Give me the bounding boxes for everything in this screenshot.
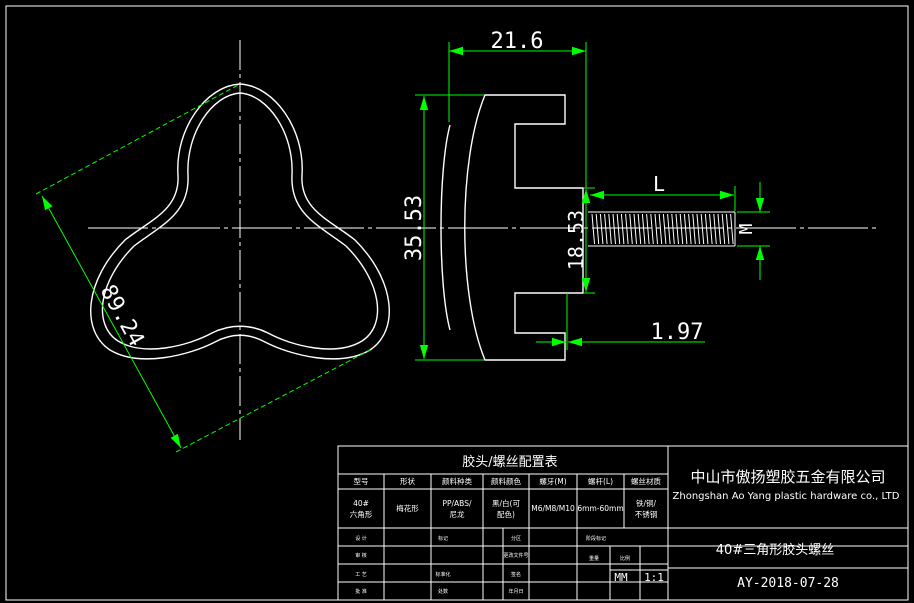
thread-dimension	[737, 182, 770, 280]
thread-line	[717, 213, 721, 245]
zone-label: 分区	[511, 535, 521, 542]
diagonal-dimension	[35, 83, 371, 453]
height-dimension	[415, 94, 484, 361]
side-profile	[440, 94, 584, 361]
thread-line	[608, 213, 612, 245]
count-label: 处数	[438, 588, 448, 595]
thread-line	[725, 213, 730, 245]
width-dimension-label: 21.6	[491, 29, 544, 54]
thread-line	[683, 213, 688, 245]
config-table-title: 胶头/螺丝配置表	[462, 454, 557, 470]
header-cell-6-line-0: 螺丝材质	[631, 476, 661, 486]
row-cell-6-line-0: 铁/铜/	[636, 498, 657, 508]
offset-dimension-label: 1.97	[651, 320, 704, 345]
thread-line	[704, 213, 709, 245]
thread-line	[692, 213, 696, 245]
thread-line	[679, 213, 684, 245]
length-dimension	[590, 186, 736, 211]
drawing-number: AY-2018-07-28	[737, 576, 839, 591]
thread-line	[591, 213, 595, 245]
row-cell-5-line-0: 6mm-60mm	[577, 504, 623, 513]
thread-line	[713, 213, 717, 245]
thread-dimension-label: M	[736, 223, 757, 234]
inner-height-dimension-label: 18.53	[564, 210, 588, 270]
config-table-header: 型号 形状 颜料种类 颜料颜色 螺牙(M) 螺杆(L) 螺丝材质	[354, 476, 662, 486]
check-label: 审 核	[355, 552, 367, 559]
height-dimension-label: 35.53	[402, 195, 427, 261]
screw-thread	[588, 211, 736, 247]
weight-label: 重量	[589, 555, 599, 562]
thread-line	[625, 213, 629, 245]
thread-line	[671, 213, 675, 245]
header-cell-0-line-0: 型号	[354, 477, 369, 486]
thread-line	[688, 213, 692, 245]
thread-line	[700, 213, 705, 245]
thread-line	[641, 213, 646, 245]
thread-line	[616, 213, 621, 245]
thread-line	[599, 213, 604, 245]
thread-line	[633, 213, 637, 245]
ratio-label: 比例	[620, 555, 630, 562]
thread-line	[730, 213, 734, 245]
header-cell-1-line-0: 形状	[400, 476, 415, 486]
std-label: 标准化	[435, 571, 450, 578]
thread-line	[650, 213, 654, 245]
length-dimension-label: L	[653, 172, 665, 196]
row-cell-3-line-0: 黑/白(可	[492, 498, 520, 508]
row-cell-1-line-0: 梅花形	[396, 503, 419, 513]
thread-line	[721, 213, 726, 245]
row-cell-6-line-1: 不锈钢	[635, 509, 658, 519]
thread-line	[629, 213, 633, 245]
company-name-en: Zhongshan Ao Yang plastic hardware co., …	[673, 491, 900, 502]
thread-line	[620, 213, 625, 245]
thread-line	[637, 213, 642, 245]
thread-line	[595, 213, 600, 245]
header-cell-4-line-0: 螺牙(M)	[539, 476, 566, 486]
header-cell-5-line-0: 螺杆(L)	[588, 476, 613, 486]
thread-line	[675, 213, 679, 245]
offset-dimension	[536, 293, 705, 350]
thread-line	[662, 213, 667, 245]
title-block-small-labels: 设 计 审 核 工 艺 批 准 标记 标准化 处数 分区 更改文件号 签名 年月…	[355, 535, 630, 595]
row-cell-4-line-0: M6/M8/M10	[531, 504, 575, 513]
design-label: 设 计	[355, 535, 367, 542]
company-name-cn: 中山市傲扬塑胶五金有限公司	[690, 468, 885, 486]
inner-height-dimension	[581, 187, 595, 294]
thread-line	[658, 213, 663, 245]
row-cell-3-line-1: 配色)	[497, 509, 515, 519]
row-cell-2-line-1: 尼龙	[450, 509, 465, 519]
header-cell-2-line-0: 颜料种类	[442, 476, 472, 486]
sign-label: 签名	[511, 571, 521, 578]
product-name: 40#三角形胶头螺丝	[716, 542, 834, 558]
row-cell-0-line-0: 40#	[353, 499, 369, 508]
change-label: 更改文件号	[503, 552, 528, 559]
thread-line	[612, 213, 616, 245]
center-lines	[88, 40, 878, 440]
thread-line	[667, 213, 671, 245]
thread-line	[709, 213, 713, 245]
mark-label: 标记	[438, 535, 448, 542]
header-cell-3-line-0: 颜料颜色	[491, 476, 521, 486]
approve-label: 批 准	[355, 588, 367, 595]
row-cell-0-line-1: 六角形	[350, 509, 373, 519]
process-label: 工 艺	[355, 572, 367, 578]
thread-hatch	[591, 213, 734, 245]
date-label: 年月日	[508, 588, 523, 595]
thread-line	[604, 213, 608, 245]
thread-line	[696, 213, 700, 245]
width-dimension	[448, 42, 587, 188]
unit-label: MM	[614, 571, 628, 584]
thread-line	[654, 213, 658, 245]
scale-label: 1:1	[644, 571, 664, 584]
stage-label: 阶段标记	[586, 535, 606, 542]
title-block	[337, 445, 909, 601]
row-cell-2-line-0: PP/ABS/	[442, 499, 471, 508]
thread-line	[646, 213, 650, 245]
